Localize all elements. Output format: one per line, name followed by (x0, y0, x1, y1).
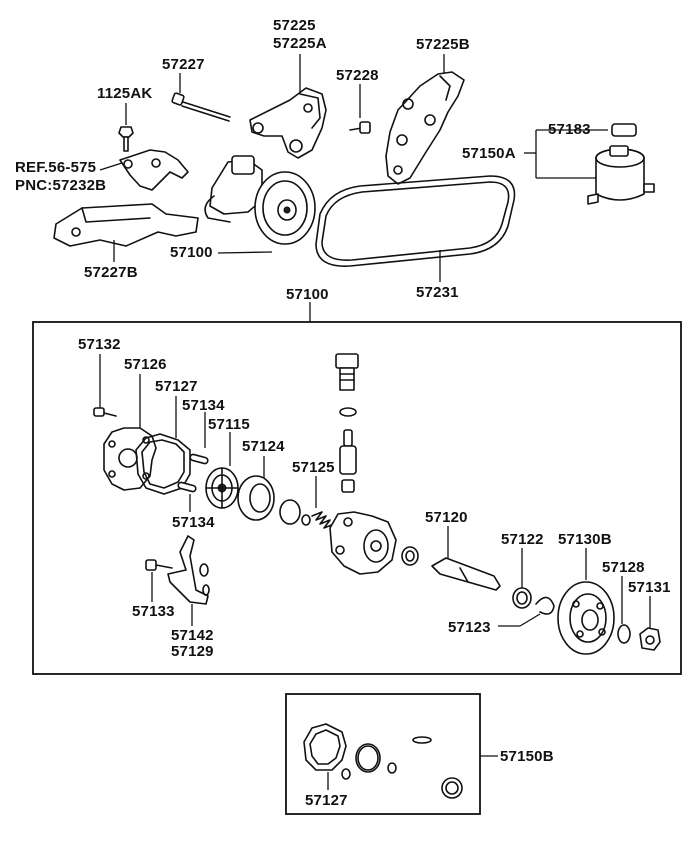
label-57124: 57124 (242, 438, 285, 455)
cam-ring-57124 (237, 456, 275, 521)
plate-57227b (53, 203, 199, 262)
label-57129: 57129 (171, 643, 214, 660)
label-57131: 57131 (628, 579, 671, 596)
label-57127: 57127 (155, 378, 198, 395)
label-57231: 57231 (416, 284, 459, 301)
label-57227: 57227 (162, 56, 205, 73)
label-57150b: 57150B (500, 748, 554, 765)
kit-contents (303, 723, 463, 799)
reservoir-57150a (524, 123, 655, 205)
shaft-seal (401, 546, 419, 566)
label-57127-kit: 57127 (305, 792, 348, 809)
label-57120: 57120 (425, 509, 468, 526)
label-57134-top: 57134 (182, 397, 225, 414)
label-pnc-57232b: PNC:57232B (15, 177, 107, 194)
label-ref-56-575: REF.56-575 (15, 159, 97, 176)
o-ring-small (301, 514, 311, 526)
gasket-57127 (135, 396, 191, 495)
label-57225: 57225 (273, 17, 316, 34)
label-57150a: 57150A (462, 145, 516, 162)
connector-57142 (167, 535, 210, 626)
belt-57231 (315, 175, 516, 282)
bolt-57133 (145, 559, 173, 602)
label-57183: 57183 (548, 121, 591, 138)
bolt-57132 (93, 354, 117, 417)
pump-exploded-box (32, 321, 682, 675)
snapring-57123 (498, 596, 555, 627)
label-57228: 57228 (336, 67, 379, 84)
bracket-57225b (385, 54, 465, 185)
pump-57100 (204, 155, 316, 254)
pins-57134 (177, 412, 209, 512)
label-57225a: 57225A (273, 35, 327, 52)
label-57134-bottom: 57134 (172, 514, 215, 531)
flow-control-valve (335, 353, 359, 493)
label-57227b: 57227B (84, 264, 138, 281)
ref-bracket (99, 149, 189, 191)
label-57122: 57122 (501, 531, 544, 548)
label-57225b: 57225B (416, 36, 470, 53)
label-1125ak: 1125AK (97, 85, 153, 102)
bolt-57228 (349, 84, 371, 134)
label-57133: 57133 (132, 603, 175, 620)
washer-57128 (617, 576, 631, 644)
label-57126: 57126 (124, 356, 167, 373)
bolt-57227 (171, 73, 231, 122)
shaft-57120 (431, 526, 501, 591)
label-57130b: 57130B (558, 531, 612, 548)
kit-box-57150b (285, 693, 481, 815)
label-57115: 57115 (208, 416, 250, 433)
bolt-1125ak (118, 103, 134, 152)
label-57142: 57142 (171, 627, 214, 644)
bearing-57122 (512, 548, 532, 609)
pump-body (329, 511, 397, 575)
label-57100-box: 57100 (286, 286, 329, 303)
spring-57125 (311, 476, 335, 529)
rotor-57115 (205, 432, 239, 509)
label-57125: 57125 (292, 459, 335, 476)
label-57132: 57132 (78, 336, 121, 353)
cover-57126 (103, 374, 157, 491)
label-57100-pump: 57100 (170, 244, 213, 261)
label-57123: 57123 (448, 619, 491, 636)
bracket-57225 (249, 54, 327, 159)
nut-57131 (639, 596, 661, 651)
pulley-57130b (557, 548, 615, 655)
label-57128: 57128 (602, 559, 645, 576)
o-ring-large (279, 499, 301, 525)
